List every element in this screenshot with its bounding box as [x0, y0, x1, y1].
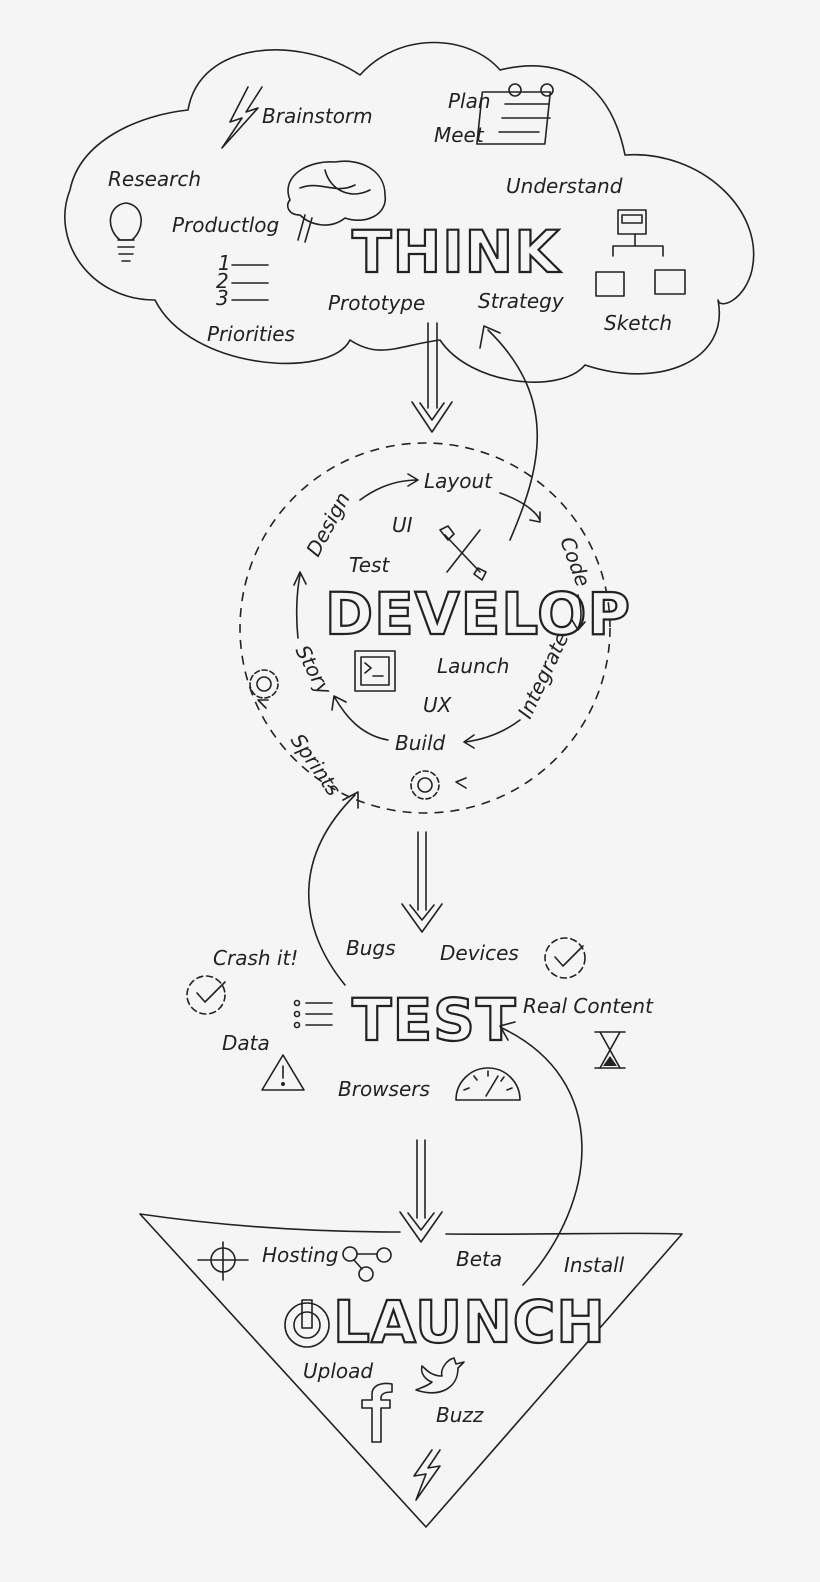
word-ux: UX — [423, 693, 453, 717]
word-prototype: Prototype — [328, 291, 425, 315]
share-icon — [343, 1247, 391, 1281]
word-design: Design — [301, 488, 355, 560]
lightning-icon — [414, 1450, 440, 1500]
word-ui: UI — [392, 513, 413, 537]
word-test: Test — [349, 553, 390, 577]
word-build: Build — [395, 731, 446, 755]
word-real-content: Real Content — [523, 994, 654, 1018]
terminal-icon — [355, 651, 395, 691]
hourglass-icon — [595, 1032, 625, 1068]
list-number-3: 3 — [216, 286, 229, 310]
develop-title: DEVELOP — [325, 580, 631, 648]
word-sketch: Sketch — [604, 311, 672, 335]
develop-section: DEVELOP Layout Design UI Test Code Launc… — [240, 443, 631, 813]
facebook-icon — [362, 1383, 392, 1442]
word-story: Story — [291, 641, 338, 700]
gear-icon — [411, 771, 439, 799]
word-research: Research — [108, 167, 201, 191]
arrow-think-to-develop — [412, 323, 452, 432]
lightning-icon — [222, 87, 262, 148]
word-understand: Understand — [506, 174, 623, 198]
arrow-launch-to-test — [500, 1022, 582, 1285]
speedometer-icon — [456, 1068, 520, 1100]
gear-icon — [250, 670, 278, 698]
word-strategy: Strategy — [478, 289, 565, 313]
word-launch: Launch — [437, 654, 509, 678]
arrow-test-to-launch — [400, 1140, 442, 1242]
arrow-develop-to-test — [402, 832, 442, 932]
checkmark-icon — [545, 938, 585, 978]
word-buzz: Buzz — [436, 1403, 484, 1427]
word-productlog: Productlog — [172, 213, 279, 237]
think-title: THINK — [352, 218, 561, 286]
tools-icon — [440, 526, 486, 580]
lightbulb-icon — [110, 203, 141, 261]
word-bugs: Bugs — [346, 936, 396, 960]
word-install: Install — [564, 1253, 625, 1277]
word-data: Data — [222, 1031, 270, 1055]
checkmark-icon — [187, 976, 225, 1014]
test-title: TEST — [352, 986, 517, 1054]
word-layout: Layout — [424, 469, 493, 493]
launch-title: LAUNCH — [333, 1288, 606, 1356]
word-crash: Crash it! — [213, 946, 298, 970]
word-priorities: Priorities — [207, 322, 295, 346]
org-chart-icon — [596, 210, 685, 296]
checklist-icon — [295, 1001, 333, 1028]
warning-icon — [262, 1055, 304, 1090]
test-section: TEST Bugs Devices Crash it! Real Content… — [187, 936, 654, 1101]
word-sprints: Sprints — [286, 729, 346, 800]
launch-section: LAUNCH Hosting Beta Install Upload Buzz — [140, 1214, 682, 1527]
numbered-list-icon: 1 2 3 — [216, 251, 268, 310]
crosshair-icon — [198, 1242, 248, 1280]
word-devices: Devices — [440, 941, 519, 965]
word-beta: Beta — [456, 1247, 502, 1271]
power-icon — [285, 1300, 329, 1347]
word-browsers: Browsers — [338, 1077, 430, 1101]
twitter-icon — [416, 1358, 464, 1393]
think-section: THINK Brainstorm Plan Meet Research Prod… — [65, 43, 754, 383]
word-brainstorm: Brainstorm — [262, 104, 373, 128]
word-upload: Upload — [303, 1359, 373, 1383]
word-hosting: Hosting — [262, 1243, 338, 1267]
